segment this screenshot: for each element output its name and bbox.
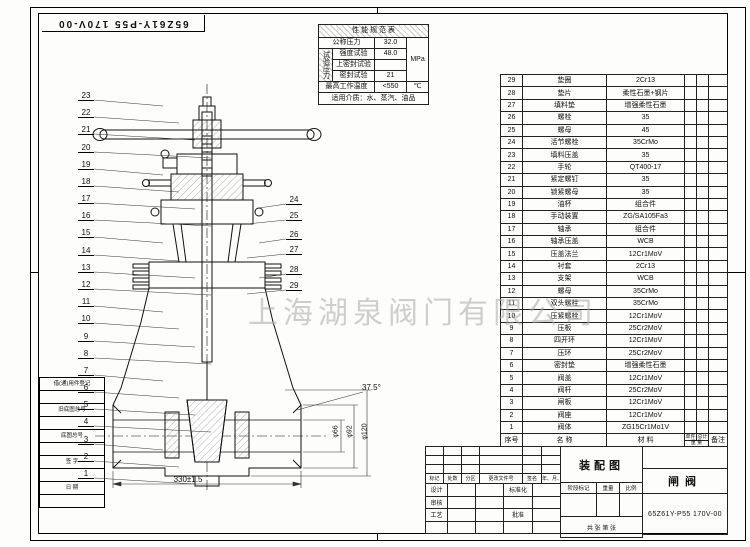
revision-header-cell: 年、月、日 (541, 473, 561, 484)
upper-seal-test-label: 上密封试验 (332, 59, 375, 71)
dim-bore: φ66 (332, 425, 340, 438)
revision-header-cell: 标记 (425, 473, 444, 484)
stage-label: 阶段标记 (560, 482, 597, 494)
parts-header-no: 序号 (500, 433, 523, 448)
outer-border (30, 7, 746, 541)
strength-test-value: 48.0 (374, 48, 407, 60)
center-tick-top (377, 7, 378, 13)
margin-block: 底图总号 (39, 429, 105, 456)
center-tick-left (30, 272, 38, 273)
revision-header-cell: 处数 (443, 473, 462, 484)
valve-section-drawing (92, 84, 371, 490)
dim-pipe-od: φ92 (346, 425, 354, 438)
signature-row (425, 520, 561, 534)
sheets-label: 共 张 第 张 (559, 516, 644, 538)
revision-header-cell: 分区 (461, 473, 480, 484)
upper-seal-test-value (374, 59, 407, 71)
performance-table: 性 能 规 范 表 公称压力 32.0 MPa 试验压力 强度试验 48.0 上… (317, 24, 430, 105)
parts-header-total: 总计 (696, 434, 708, 441)
nominal-pressure-value: 32.0 (374, 37, 407, 49)
dim-length: 330±1.5 (173, 475, 203, 484)
pressure-unit: MPa (405, 37, 430, 82)
margin-block: 借(通)用件登记 (39, 377, 105, 404)
view-name: 装配图 (559, 446, 644, 483)
margin-block: 签 字 (39, 455, 105, 482)
parts-header-weight: 单件 总计 重 量 (684, 433, 709, 448)
margin-block: 旧底图总号 (39, 403, 105, 430)
signature-row: 工艺批准 (425, 508, 561, 522)
signature-table: 设计标准化审核工艺批准 (425, 483, 561, 534)
inner-border (38, 13, 728, 534)
margin-blocks: 借(通)用件登记旧底图总号底图总号签 字日 期 (39, 377, 105, 508)
rotated-drawing-number-box: 65Z61Y-P55 170V-00 (42, 15, 205, 32)
parts-header-remark: 备注 (708, 433, 728, 448)
parts-header-row: 序号 名 称 材 料 单件 总计 重 量 备注 (500, 433, 728, 448)
drawing-number: 65Z61Y-P55 170V-00 (642, 493, 728, 535)
parts-header-unit: 单件 (685, 434, 696, 441)
product-name: 闸阀 (642, 468, 728, 494)
rotated-drawing-number: 65Z61Y-P55 170V-00 (57, 17, 189, 29)
medium-row: 适用介质：水、蒸汽、油品 (317, 92, 430, 105)
signature-row: 设计标准化 (425, 483, 561, 497)
revision-header-cell: 更改文件号 (479, 473, 523, 484)
dim-flange-od: φ120 (361, 423, 369, 440)
center-tick-bottom (377, 533, 378, 540)
revision-header-cell: 签名 (522, 473, 542, 484)
signature-row: 审核 (425, 495, 561, 509)
weight-label: 重量 (596, 482, 620, 494)
margin-block: 日 期 (39, 481, 105, 508)
strength-test-label: 强度试验 (332, 48, 375, 60)
parts-header-material: 材 料 (606, 433, 685, 448)
scale-label: 比例 (618, 482, 644, 494)
center-tick-right (727, 272, 745, 273)
title-block-middle: 装配图 阶段标记 重量 比例 共 张 第 张 (559, 446, 644, 538)
nominal-pressure-label: 公称压力 (318, 37, 375, 49)
perf-title: 性 能 规 范 表 (317, 24, 430, 38)
parts-header-name: 名 称 (522, 433, 607, 448)
title-block-right: 闸阀 65Z61Y-P55 170V-00 (642, 446, 728, 535)
dim-bevel-angle: 37.5° (362, 383, 381, 392)
